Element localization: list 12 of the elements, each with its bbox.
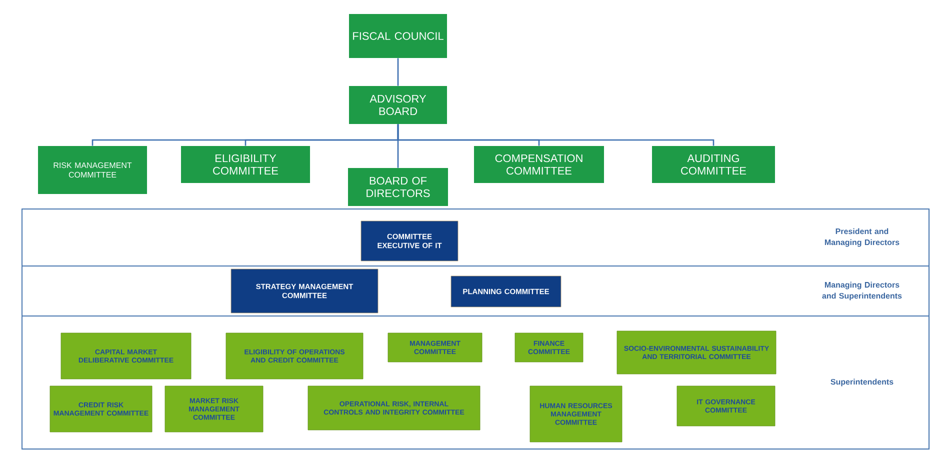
process-box: FISCAL COUNCIL [349, 14, 447, 58]
process-box: ELIGIBILITY COMMITTEE [181, 146, 310, 183]
connector-line [397, 58, 399, 86]
process-box: BOARD OF DIRECTORS [348, 168, 448, 206]
process-box: COMPENSATION COMMITTEE [474, 146, 604, 183]
process-box: AUDITING COMMITTEE [652, 146, 775, 183]
band-label: Superintendents [830, 378, 894, 386]
connector-line [397, 124, 714, 146]
process-box: ADVISORY BOARD [349, 86, 447, 124]
band-label: President and Managing Directors [824, 228, 900, 247]
band-label: Managing Directors and Superintendents [822, 282, 902, 300]
process-box: RISK MANAGEMENT COMMITTEE [38, 146, 147, 194]
